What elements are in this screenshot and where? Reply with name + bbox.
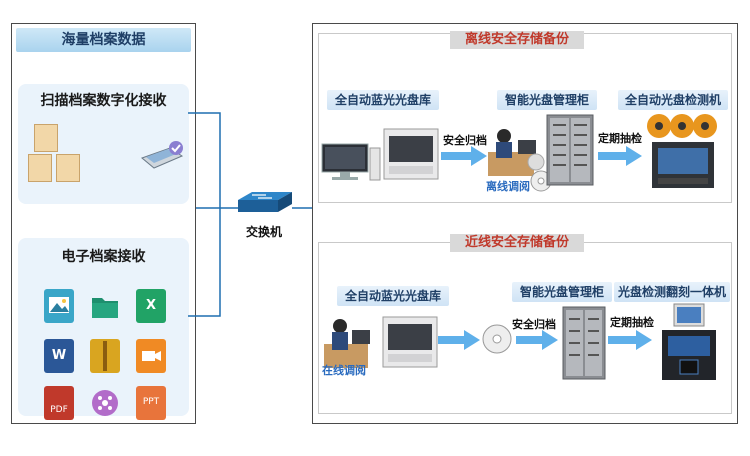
operator-icon bbox=[486, 122, 546, 178]
archive-box-icon bbox=[56, 154, 80, 182]
network-switch-icon bbox=[234, 190, 294, 220]
nearline-library-label: 全自动蓝光光盘库 bbox=[337, 286, 449, 306]
scan-title: 扫描档案数字化接收 bbox=[40, 93, 167, 109]
offline-sampling-text: 定期抽检 bbox=[598, 132, 642, 145]
nearline-sampling-text: 定期抽检 bbox=[610, 316, 654, 329]
disc-icon bbox=[482, 324, 512, 354]
nearline-reading-text: 在线调阅 bbox=[322, 364, 366, 377]
offline-checker-label: 全自动光盘检测机 bbox=[618, 90, 728, 110]
optical-library-icon bbox=[383, 128, 439, 180]
scanner-icon bbox=[140, 140, 184, 170]
ppt-icon: PPT bbox=[136, 386, 166, 420]
folder-icon bbox=[90, 289, 120, 323]
archive-box-icon bbox=[34, 124, 58, 152]
nearline-title: 近线安全存储备份 bbox=[450, 234, 584, 252]
offline-archive-text: 安全归档 bbox=[443, 134, 487, 147]
disc-cabinet-icon bbox=[562, 306, 606, 380]
electronic-title: 电子档案接收 bbox=[61, 249, 146, 265]
transfer-arrow bbox=[438, 330, 480, 350]
computer-monitor-icon bbox=[320, 142, 382, 182]
left-panel: 海量档案数据 扫描档案数字化接收 电子档案接收 X W PDF bbox=[11, 23, 196, 424]
offline-cabinet-label: 智能光盘管理柜 bbox=[497, 90, 597, 110]
image-icon bbox=[44, 289, 74, 323]
optical-library-icon bbox=[382, 316, 438, 368]
disc-checker-icon bbox=[646, 108, 718, 192]
archive-icon bbox=[90, 339, 120, 373]
offline-title: 离线安全存储备份 bbox=[450, 31, 584, 49]
offline-reading-text: 离线调阅 bbox=[486, 180, 530, 193]
archive-box-icon bbox=[28, 154, 52, 182]
disc-burner-icon bbox=[660, 302, 718, 382]
pdf-icon: PDF bbox=[44, 386, 74, 420]
left-header-text: 海量档案数据 bbox=[61, 32, 146, 48]
sampling-arrow bbox=[608, 330, 652, 350]
disc-cabinet-icon bbox=[546, 114, 594, 186]
sampling-arrow bbox=[598, 146, 642, 166]
archive-arrow bbox=[441, 146, 487, 166]
switch-label: 交换机 bbox=[245, 225, 282, 239]
operator-icon bbox=[322, 312, 380, 370]
left-header bbox=[16, 28, 191, 52]
archive-arrow bbox=[516, 330, 558, 350]
nearline-cabinet-label: 智能光盘管理柜 bbox=[512, 282, 612, 302]
nearline-checker-label: 光盘检测翻刻一体机 bbox=[614, 282, 730, 302]
offline-library-label: 全自动蓝光光盘库 bbox=[327, 90, 439, 110]
media-icon bbox=[90, 386, 120, 420]
nearline-archive-text: 安全归档 bbox=[512, 318, 556, 331]
disc-icon bbox=[530, 170, 552, 192]
excel-icon: X bbox=[136, 289, 166, 323]
word-icon: W bbox=[44, 339, 74, 373]
video-icon bbox=[136, 339, 166, 373]
